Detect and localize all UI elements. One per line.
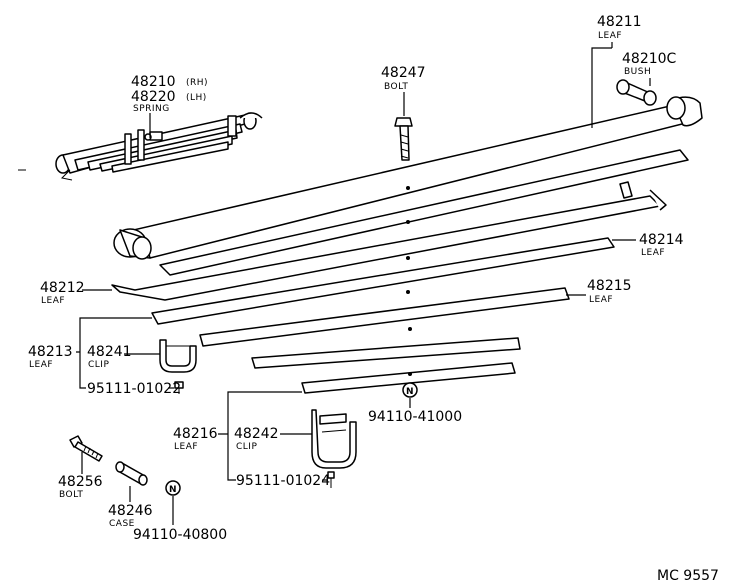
catalog-code: MC 9557 (657, 568, 719, 584)
svg-text:48256: 48256 (58, 474, 103, 490)
svg-text:48211: 48211 (597, 14, 642, 30)
svg-text:48242: 48242 (234, 426, 279, 442)
label-48216: 48216 LEAF (173, 426, 218, 452)
label-48247: 48247 BOLT (381, 65, 426, 92)
svg-text:48214: 48214 (639, 232, 684, 248)
label-48215: 48215 LEAF (587, 278, 632, 305)
label-48214: 48214 LEAF (639, 232, 684, 258)
svg-text:48241: 48241 (87, 344, 132, 360)
svg-text:48215: 48215 (587, 278, 632, 294)
svg-text:LEAF: LEAF (598, 31, 622, 41)
svg-text:48247: 48247 (381, 65, 426, 81)
label-95111-01022: 95111-01022 (87, 381, 181, 397)
rivet-95111-01024-drawing (327, 471, 335, 488)
bush-48210c-drawing (616, 79, 657, 106)
label-48246: 48246 CASE (108, 503, 153, 529)
svg-text:94110-41000: 94110-41000 (368, 409, 462, 425)
svg-text:(RH): (RH) (186, 78, 208, 88)
svg-text:BOLT: BOLT (59, 490, 83, 500)
svg-text:SPRING: SPRING (133, 104, 170, 114)
bolt-48256-drawing (69, 435, 103, 462)
svg-text:48210C: 48210C (622, 51, 677, 67)
leaf-48216-drawing (301, 362, 516, 394)
rivet-95111-01022-drawing (174, 381, 184, 394)
svg-text:LEAF: LEAF (29, 360, 53, 370)
svg-text:CASE: CASE (109, 519, 135, 529)
svg-text:BUSH: BUSH (624, 67, 651, 77)
case-48246-drawing (115, 461, 148, 486)
label-48210-48220: 48210 (RH) 48220 (LH) SPRING (131, 74, 208, 114)
spring-assembly-drawing (18, 112, 263, 181)
svg-text:94110-40800: 94110-40800 (133, 527, 227, 543)
main-leaf-48211-drawing (113, 96, 703, 260)
label-48242: 48242 CLIP (234, 426, 279, 452)
svg-text:LEAF: LEAF (41, 296, 65, 306)
label-48210c: 48210C BUSH (622, 51, 677, 77)
clip-48241-drawing (159, 339, 197, 373)
label-48213: 48213 LEAF (28, 344, 73, 370)
svg-text:N: N (406, 387, 414, 397)
label-95111-01024: 95111-01024 (236, 473, 330, 489)
svg-text:48213: 48213 (28, 344, 73, 360)
label-94110-41000: 94110-41000 (368, 409, 462, 425)
leader-lines (76, 42, 651, 525)
svg-text:BOLT: BOLT (384, 82, 408, 92)
svg-text:MC 9557: MC 9557 (657, 568, 719, 584)
label-48212: 48212 LEAF (40, 280, 85, 306)
svg-text:N: N (169, 485, 177, 495)
svg-text:48212: 48212 (40, 280, 85, 296)
svg-text:CLIP: CLIP (88, 360, 109, 370)
svg-text:CLIP: CLIP (236, 442, 257, 452)
nut-94110-41000-drawing: N (402, 382, 418, 398)
svg-text:(LH): (LH) (186, 93, 207, 103)
svg-text:LEAF: LEAF (589, 295, 613, 305)
svg-text:95111-01022: 95111-01022 (87, 381, 181, 397)
label-94110-40800: 94110-40800 (133, 527, 227, 543)
nut-94110-40800-drawing: N (165, 480, 181, 496)
svg-text:LEAF: LEAF (174, 442, 198, 452)
svg-text:LEAF: LEAF (641, 248, 665, 258)
svg-text:48220: 48220 (131, 89, 176, 105)
svg-text:48246: 48246 (108, 503, 153, 519)
label-48256: 48256 BOLT (58, 474, 103, 500)
leaf-48215-drawing (251, 337, 521, 369)
leaf-48212-drawing (111, 181, 667, 301)
label-48241: 48241 CLIP (87, 344, 132, 370)
leaf-48213-drawing (199, 287, 570, 347)
clip-48242-drawing (311, 409, 357, 469)
svg-text:48216: 48216 (173, 426, 218, 442)
svg-text:95111-01024: 95111-01024 (236, 473, 330, 489)
bolt-48247-drawing (394, 117, 413, 161)
leaf-48214-drawing (151, 237, 615, 325)
leaf-upper-drawing (159, 149, 689, 276)
label-48211: 48211 LEAF (597, 14, 642, 41)
svg-text:48210: 48210 (131, 74, 176, 90)
